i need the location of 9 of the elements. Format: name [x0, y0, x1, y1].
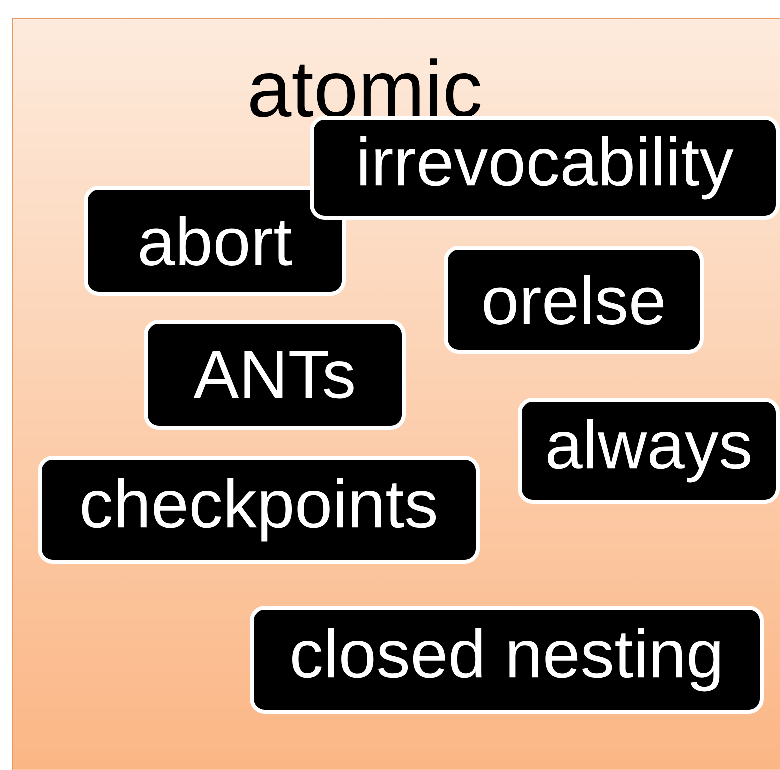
term-box: orelse	[444, 246, 704, 354]
term-box: checkpoints	[38, 456, 480, 564]
term-box: always	[518, 398, 780, 504]
term-box: irrevocability	[310, 116, 780, 220]
panel-background	[12, 18, 780, 770]
term-box: closed nesting	[250, 606, 764, 714]
term-box: ANTs	[144, 320, 406, 430]
term-box: abort	[84, 186, 346, 296]
heading: atomic	[250, 58, 481, 118]
